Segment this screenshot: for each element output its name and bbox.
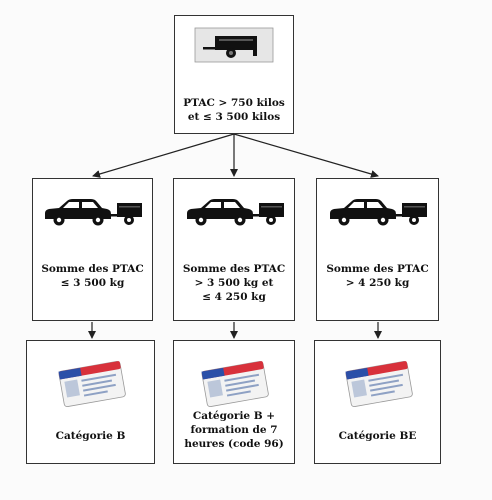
driving-license-card-icon [345,360,413,408]
bottom-2-line-1: Catégorie B + [192,410,276,422]
middle-box-2: Somme des PTAC > 3 500 kg et ≤ 4 250 kg [173,178,295,321]
middle-box-3: Somme des PTAC > 4 250 kg [316,178,439,321]
middle-1-line-1: Somme des PTAC [41,263,144,275]
trailer-icon [194,27,274,63]
bottom-3-line-1: Catégorie BE [338,430,417,442]
middle-2-line-1: Somme des PTAC [182,263,286,275]
car-with-trailer-icon [45,199,142,226]
middle-box-1: Somme des PTAC ≤ 3 500 kg [32,178,153,321]
bottom-box-1: Catégorie B [26,340,155,464]
bottom-box-2: Catégorie B + formation de 7 heures (cod… [173,340,295,464]
root-line-2: et ≤ 3 500 kilos [187,111,281,123]
driving-license-card-icon [58,360,126,408]
middle-3-line-2: > 4 250 kg [345,277,410,289]
bottom-box-3: Catégorie BE [314,340,441,464]
driving-license-card-icon [201,360,269,408]
root-box: PTAC > 750 kilos et ≤ 3 500 kilos [174,15,294,134]
middle-1-line-2: ≤ 3 500 kg [60,277,125,289]
bottom-2-line-3: heures (code 96) [184,438,284,450]
middle-2-line-3: ≤ 4 250 kg [202,291,266,303]
car-with-trailer-icon [330,199,427,226]
root-line-1: PTAC > 750 kilos [183,97,285,109]
arrow-to-middle-3 [233,133,379,178]
car-with-trailer-icon [187,199,284,226]
arrow-to-middle-1 [92,133,235,178]
middle-2-line-2: > 3 500 kg et [194,277,274,289]
bottom-1-line-1: Catégorie B [55,430,126,442]
bottom-2-line-2: formation de 7 [190,424,278,436]
middle-3-line-1: Somme des PTAC [326,263,429,275]
